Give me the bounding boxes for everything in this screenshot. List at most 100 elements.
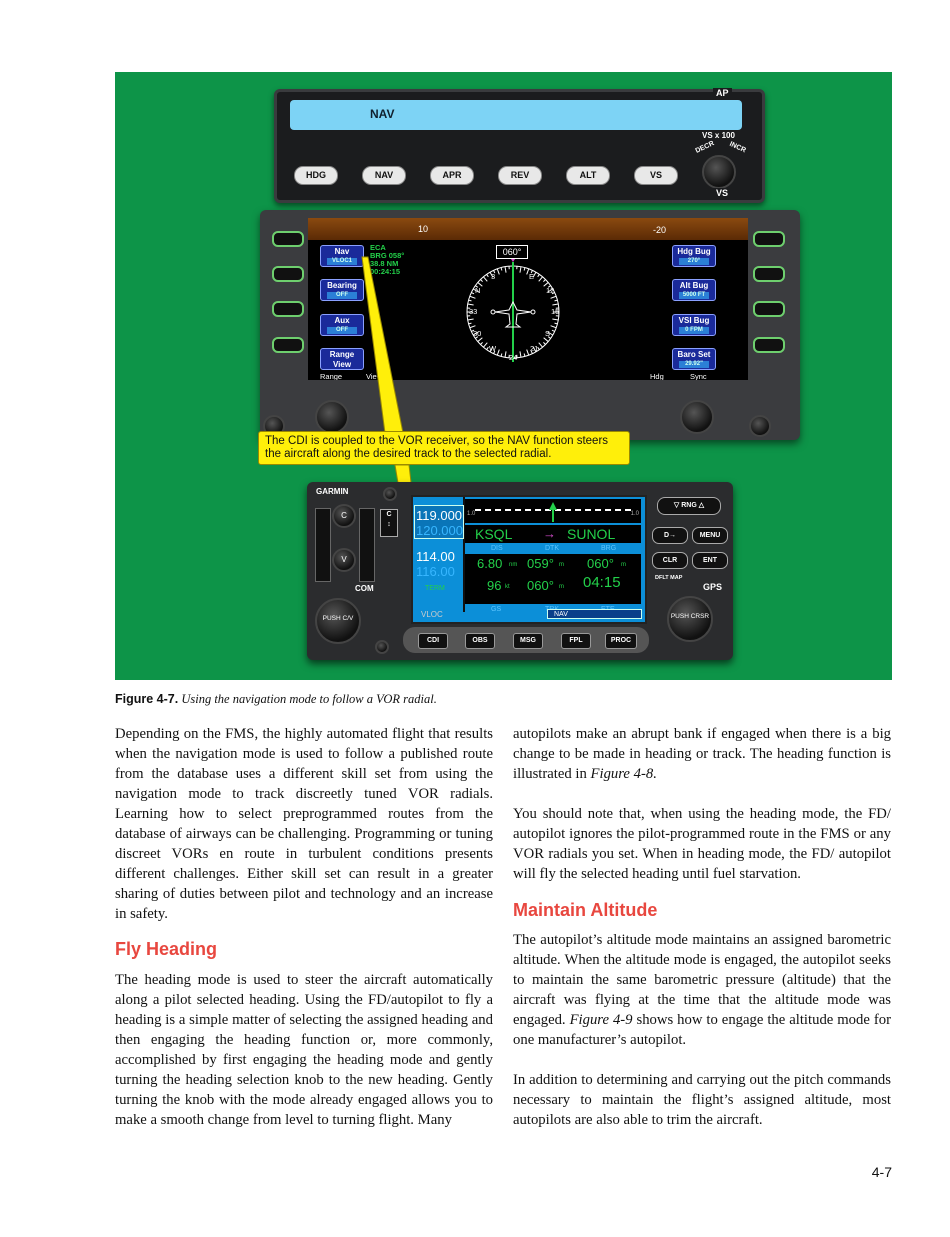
pfd-right-bezel-button-3[interactable]: [753, 301, 785, 317]
direct-to-button[interactable]: D→: [652, 527, 688, 544]
obs-button[interactable]: OBS: [465, 633, 495, 649]
hdg-label: Hdg: [650, 372, 664, 380]
pfd-left-bezel-button-2[interactable]: [272, 266, 304, 282]
pfd-right-bezel-button-1[interactable]: [753, 231, 785, 247]
compass-tick: [532, 346, 537, 353]
view-label: View: [366, 372, 383, 380]
softkey-range-view[interactable]: Range View: [320, 348, 364, 370]
pfd-right-bezel-button-4[interactable]: [753, 337, 785, 353]
compass-tick: [538, 276, 543, 282]
compass-tick: [551, 329, 555, 332]
ete-value: 04:15: [583, 574, 621, 591]
compass-tick: [468, 299, 472, 302]
hdg-sync-knob[interactable]: [680, 400, 714, 434]
ent-button[interactable]: ENT: [692, 552, 728, 569]
pfd-left-bezel-button-3[interactable]: [272, 301, 304, 317]
nav-button[interactable]: NAV: [362, 166, 406, 185]
compass-tick: [519, 266, 522, 273]
fpl-button[interactable]: FPL: [561, 633, 591, 649]
compass-tick: [552, 318, 559, 321]
compass-tick: [475, 336, 479, 339]
hdg-button[interactable]: HDG: [294, 166, 338, 185]
pfd-right-bezel-button-2[interactable]: [753, 266, 785, 282]
right-column: autopilots make an abrupt bank if engage…: [513, 724, 891, 784]
push-cv-knob[interactable]: PUSH C/V: [315, 598, 361, 644]
menu-button[interactable]: MENU: [692, 527, 728, 544]
leg-arrow-icon: →: [543, 526, 556, 541]
compass-tick: [530, 270, 533, 274]
nav-active-freq: 114.00: [416, 549, 455, 564]
nav-standby-freq: 116.00: [416, 564, 455, 579]
clr-button[interactable]: CLR: [652, 552, 688, 569]
proc-button[interactable]: PROC: [605, 633, 637, 649]
compass-tick: [469, 295, 476, 299]
freq-column: 119.000 120.000 114.00 116.00 TERM VLOC: [413, 497, 465, 619]
brg-value: 060°: [587, 556, 614, 571]
body-paragraph: autopilots make an abrupt bank if engage…: [513, 726, 891, 782]
gps-unit: GARMIN C V C↕ COM PUSH C/V 119.000 120.0…: [307, 482, 733, 660]
aircraft-symbol: [494, 300, 532, 328]
gps-screen: 119.000 120.000 114.00 116.00 TERM VLOC …: [411, 495, 647, 624]
compass-tick: [493, 350, 496, 354]
com-flip-flop-button[interactable]: C↕: [380, 509, 398, 537]
pfd-left-bezel-button-4[interactable]: [272, 337, 304, 353]
vloc-volume-knob[interactable]: V: [332, 548, 356, 572]
compass-tick: [538, 342, 543, 348]
alt-button[interactable]: ALT: [566, 166, 610, 185]
left-column-2: The heading mode is used to steer the ai…: [115, 970, 493, 1130]
figure-caption: Figure 4-7. Using the navigation mode to…: [115, 692, 437, 707]
vs-button[interactable]: VS: [634, 166, 678, 185]
nav-page-tab[interactable]: NAV: [547, 609, 642, 619]
leg-to: SUNOL: [567, 526, 616, 542]
compass-tick: [486, 346, 489, 350]
caption-text: Using the navigation mode to follow a VO…: [181, 692, 437, 706]
pitch-tick-left: 10: [418, 224, 429, 234]
right-column-2: You should note that, when using the hea…: [513, 804, 891, 884]
term-label: TERM: [425, 585, 445, 592]
com-power-knob[interactable]: C: [332, 504, 356, 528]
compass-tick: [477, 282, 483, 287]
compass-tick: [483, 342, 488, 348]
vloc-label: VLOC: [421, 610, 443, 619]
page-number: 4-7: [871, 1164, 892, 1180]
rev-button[interactable]: REV: [498, 166, 542, 185]
figure-ref[interactable]: Figure 4-8.: [590, 766, 657, 782]
heading-readout: 060°: [496, 245, 528, 259]
compass-tick: [551, 292, 555, 295]
body-paragraph: Depending on the FMS, the highly automat…: [115, 726, 493, 922]
compass-labels: 3 E 12 N 15 33 S 30 W 21 24: [469, 272, 560, 362]
gs-value: 96: [487, 578, 502, 593]
compass-tick: [471, 329, 475, 332]
cdi-button[interactable]: CDI: [418, 633, 448, 649]
volume-slot-left: [315, 508, 331, 582]
push-crsr-knob[interactable]: PUSH CRSR: [667, 596, 713, 642]
pfd-left-bezel-button-1[interactable]: [272, 231, 304, 247]
ap-mode-text: NAV: [370, 107, 395, 121]
compass-tick: [500, 267, 503, 271]
compass-tick: [543, 282, 549, 287]
figure-ref[interactable]: Figure 4-9: [569, 1012, 633, 1028]
compass-tick: [472, 331, 479, 336]
compass-tick: [526, 349, 530, 356]
compass-tick: [467, 318, 474, 321]
range-rocker[interactable]: ▽ RNG △: [657, 497, 721, 515]
compass-tick: [523, 267, 526, 271]
pitch-tick-right: -20: [653, 225, 667, 235]
com-label: COM: [355, 584, 374, 593]
compass-tick: [489, 271, 494, 278]
body-paragraph: The autopilot’s altitude mode maintains …: [513, 932, 891, 1048]
compass-tick: [504, 351, 507, 358]
msg-button[interactable]: MSG: [513, 633, 543, 649]
apr-button[interactable]: APR: [430, 166, 474, 185]
compass-tick: [543, 279, 546, 282]
compass-tick: [483, 276, 488, 282]
compass-tick: [472, 288, 479, 293]
compass-tick: [496, 349, 500, 356]
